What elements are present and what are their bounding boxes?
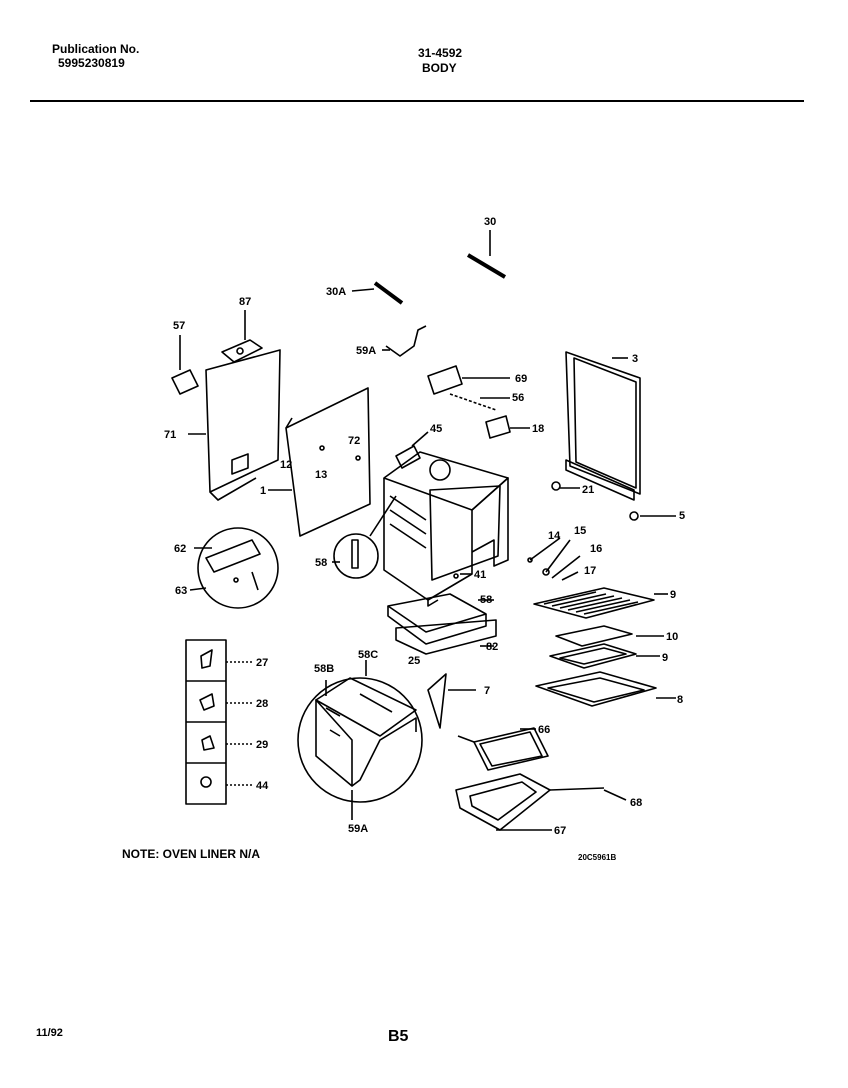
- callout-44: 44: [256, 780, 269, 792]
- callout-10: 10: [666, 631, 678, 643]
- callout-18: 18: [532, 423, 544, 435]
- part-9-rack: [533, 587, 668, 619]
- callout-12: 12: [280, 459, 292, 471]
- part-69-valve: [427, 365, 510, 395]
- publication-label: Publication No.: [52, 42, 140, 56]
- part-62-63-detail: [189, 527, 279, 609]
- part-8-drawer: [535, 671, 676, 707]
- part-9-broiler-pan: [549, 643, 660, 669]
- model-number: 31-4592: [418, 46, 463, 60]
- part-17-pin: [561, 571, 579, 581]
- callout-5: 5: [679, 510, 685, 522]
- callout-66: 66: [538, 724, 550, 736]
- callout-69: 69: [515, 373, 527, 385]
- section-title: BODY: [422, 61, 457, 75]
- part-41-screw: [453, 573, 472, 579]
- callout-9-rack: 9: [670, 589, 676, 601]
- part-14-15-16: [527, 537, 581, 579]
- part-1-side-panel: [268, 387, 371, 537]
- parts-chart-box: [185, 639, 252, 805]
- part-59a-tube: [382, 325, 427, 357]
- callout-56: 56: [512, 392, 524, 404]
- callout-59a-top: 59A: [356, 345, 376, 357]
- part-57-pad: [171, 335, 199, 395]
- part-71-back-panel: [188, 349, 281, 501]
- part-30-rod: [466, 230, 507, 279]
- callout-29: 29: [256, 739, 268, 751]
- callout-30a: 30A: [326, 286, 346, 298]
- note-text: NOTE: OVEN LINER N/A: [122, 847, 261, 861]
- callout-14: 14: [548, 530, 561, 542]
- part-7-bracket: [427, 673, 476, 729]
- callout-87: 87: [239, 296, 251, 308]
- callout-58: 58: [480, 594, 492, 606]
- insulation-detail-circle: [297, 660, 423, 820]
- callout-8: 8: [677, 694, 683, 706]
- callout-21: 21: [582, 484, 594, 496]
- page-number: B5: [388, 1028, 409, 1045]
- callout-9-pan: 9: [662, 652, 668, 664]
- callout-82: 82: [486, 641, 498, 653]
- callout-63: 63: [175, 585, 187, 597]
- callout-41: 41: [474, 569, 486, 581]
- callout-72: 72: [348, 435, 360, 447]
- callout-58b: 58B: [314, 663, 334, 675]
- callout-62: 62: [174, 543, 186, 555]
- callout-67: 67: [554, 825, 566, 837]
- part-10-broiler-rack: [555, 625, 664, 647]
- callout-59: 58: [315, 557, 327, 569]
- footer-date: 11/92: [36, 1027, 63, 1039]
- part-67-bake-element: [455, 773, 605, 831]
- callout-7: 7: [484, 685, 490, 697]
- callout-28: 28: [256, 698, 268, 710]
- callout-45: 45: [430, 423, 442, 435]
- callout-30: 30: [484, 216, 496, 228]
- part-30a-burner: [351, 281, 404, 305]
- callout-15: 15: [574, 525, 586, 537]
- callout-1: 1: [260, 485, 266, 497]
- publication-number: 5995230819: [58, 56, 125, 70]
- part-3-side-panel: [565, 351, 641, 501]
- callout-16: 16: [590, 543, 602, 555]
- callout-58c: 58C: [358, 649, 378, 661]
- callout-59a-bottom: 59A: [348, 823, 368, 835]
- callout-25: 25: [408, 655, 420, 667]
- callout-27: 27: [256, 657, 268, 669]
- part-oven-body: [383, 451, 509, 607]
- part-59-detail: [332, 495, 397, 579]
- callout-3: 3: [632, 353, 638, 365]
- callout-13: 13: [315, 469, 327, 481]
- part-87-bracket: [221, 310, 263, 363]
- part-21-knob: [551, 481, 580, 491]
- drawing-code: 20C5961B: [578, 853, 617, 862]
- part-68-wire: [603, 789, 627, 801]
- part-18-clip: [485, 415, 530, 439]
- callout-57: 57: [173, 320, 185, 332]
- header-rule: [30, 100, 804, 102]
- part-5-leveler: [629, 511, 676, 521]
- part-45-switch: [395, 431, 429, 469]
- callout-71: 71: [164, 429, 176, 441]
- part-56-wire: [449, 393, 510, 411]
- callout-17: 17: [584, 565, 596, 577]
- part-58-bottom: [387, 593, 494, 645]
- part-66-broil-element: [457, 727, 549, 771]
- part-82-drawer-panel: [395, 619, 497, 655]
- callout-68: 68: [630, 797, 642, 809]
